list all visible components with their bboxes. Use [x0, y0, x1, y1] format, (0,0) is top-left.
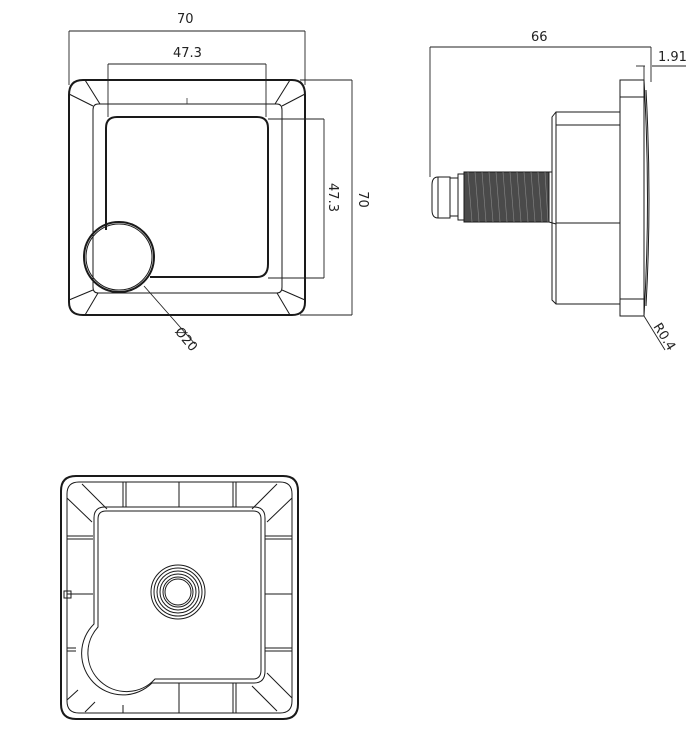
front-view: [68, 30, 353, 345]
dim-flange-thickness: 1.91: [658, 50, 687, 65]
side-view: [429, 46, 686, 351]
dim-total-depth: 66: [531, 30, 548, 45]
dim-overall-width: 70: [177, 12, 194, 27]
dim-overall-height: 70: [354, 191, 370, 208]
rear-view: [60, 475, 299, 720]
dim-inner-width: 47.3: [173, 46, 202, 61]
dim-inner-height: 47.3: [324, 183, 340, 212]
